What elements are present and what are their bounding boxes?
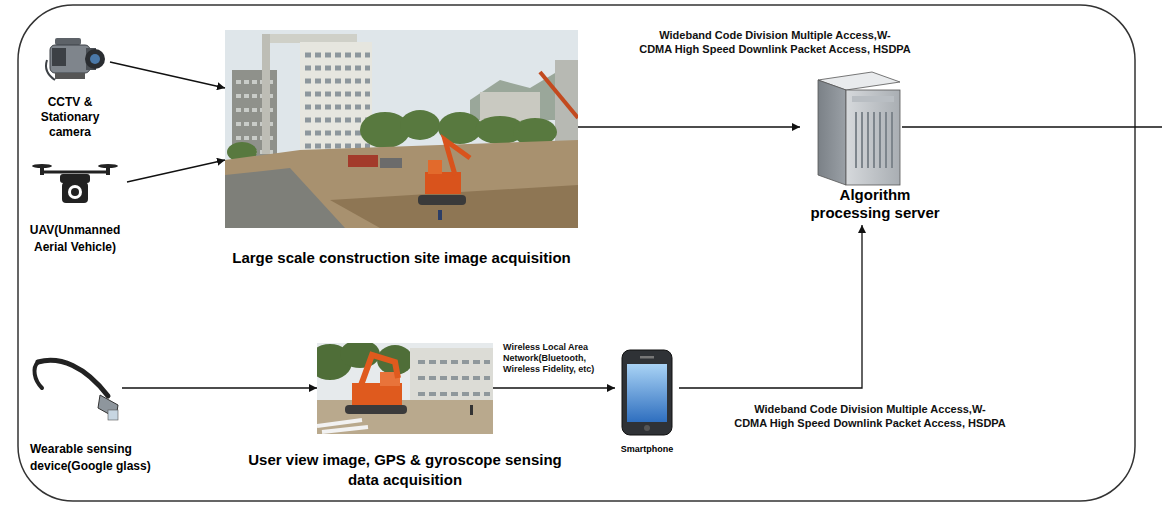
drone-motor xyxy=(40,167,44,175)
user-view-photo xyxy=(317,343,493,434)
camera-body xyxy=(50,45,90,73)
glass-node: Wearable sensing device(Google glass) xyxy=(30,352,122,427)
phone-body xyxy=(622,350,672,435)
excavator-boom xyxy=(360,355,398,388)
node-label: UAV(Unmanned Aerial Vehicle) xyxy=(23,222,127,256)
drone-lens xyxy=(71,188,79,196)
sky xyxy=(225,30,578,228)
camera-screen xyxy=(52,48,66,66)
node-label: Algorithm processing server xyxy=(800,186,950,222)
truck xyxy=(348,155,378,167)
excavator-boom xyxy=(445,140,470,175)
frame-post xyxy=(262,34,270,154)
system-boundary xyxy=(18,5,1135,501)
pipes xyxy=(317,420,368,432)
camera-base xyxy=(55,73,85,79)
phone-speaker xyxy=(640,356,654,359)
phone-button xyxy=(644,425,650,431)
connector-arrow xyxy=(493,387,615,388)
excavator-body xyxy=(425,172,461,194)
connector-arrow xyxy=(578,126,800,127)
excavator-tracks xyxy=(345,405,407,414)
connector-arrow xyxy=(122,387,317,388)
node-label: Smartphone xyxy=(615,444,679,455)
frame-beam xyxy=(262,34,357,43)
excavator-cab xyxy=(428,160,442,174)
phone-screen xyxy=(627,364,667,422)
drone-body xyxy=(60,174,90,183)
crane-arm xyxy=(540,72,578,118)
worker xyxy=(470,405,473,415)
drone-rotor xyxy=(32,164,52,168)
site-photo xyxy=(225,30,578,228)
camcorder-icon xyxy=(46,38,105,80)
user-photo-node: User view image, GPS & gyroscope sensing… xyxy=(317,343,493,434)
drone-lens-ring xyxy=(68,185,82,199)
edge-label: Wireless Local Area Network(Bluetooth, W… xyxy=(503,342,621,375)
edge-label: Wideband Code Division Multiple Access,W… xyxy=(700,402,1040,430)
truck xyxy=(380,158,402,168)
glass-icon xyxy=(35,360,118,420)
excavator-tracks xyxy=(418,195,466,205)
node-caption: Large scale construction site image acqu… xyxy=(187,248,617,267)
server-side xyxy=(818,80,846,185)
edge-label: Wideband Code Division Multiple Access,W… xyxy=(585,28,965,56)
drone-arms xyxy=(42,171,108,174)
ground xyxy=(225,140,578,228)
camera-node: CCTV & Stationary camera xyxy=(30,33,110,140)
drone-motor xyxy=(106,167,110,175)
concrete-slab xyxy=(225,168,345,228)
outgoing-line xyxy=(902,126,1162,127)
server-icon xyxy=(818,72,900,185)
phone-node: Smartphone xyxy=(615,348,679,455)
white-building xyxy=(300,42,372,160)
camera-lens xyxy=(85,49,105,69)
connector-arrow xyxy=(679,225,862,388)
camera-handle xyxy=(55,38,81,45)
tree xyxy=(400,110,440,140)
ground xyxy=(317,400,493,434)
windows xyxy=(418,362,490,394)
drone-camera xyxy=(62,182,88,203)
site-photo-node: Large scale construction site image acqu… xyxy=(225,30,578,228)
camera-lens-glass xyxy=(90,54,100,64)
glass-prism xyxy=(108,410,118,420)
glass-earpiece xyxy=(35,362,42,388)
smartphone-icon xyxy=(622,350,672,435)
connector-arrow xyxy=(110,62,225,88)
node-caption: User view image, GPS & gyroscope sensing… xyxy=(240,450,570,490)
worker xyxy=(438,210,442,220)
node-label: CCTV & Stationary camera xyxy=(30,95,110,140)
drone-icon xyxy=(32,164,118,203)
server-bay xyxy=(852,96,894,102)
server-front xyxy=(846,90,900,185)
connector-arrow xyxy=(127,160,225,182)
node-caption: Wearable sensing device(Google glass) xyxy=(30,441,180,475)
glass-band xyxy=(38,360,108,396)
server-node: Algorithm processing server xyxy=(800,68,950,222)
uav-node: UAV(Unmanned Aerial Vehicle) xyxy=(23,160,127,256)
drone-rotor xyxy=(98,164,118,168)
server-vents xyxy=(856,112,892,168)
